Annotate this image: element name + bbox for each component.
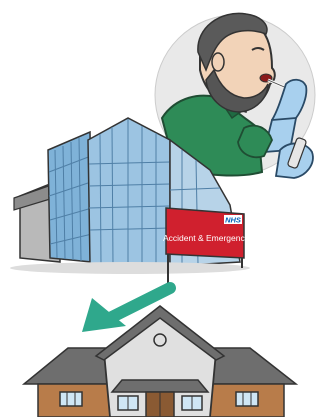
- sign-label: Accident & Emergency: [163, 233, 250, 243]
- ear: [212, 53, 224, 71]
- nhs-logo-text: NHS: [225, 216, 241, 225]
- window-left: [60, 392, 82, 406]
- accident-emergency-sign: NHS Accident & Emergency: [163, 208, 250, 290]
- round-attic-window: [154, 334, 166, 346]
- house-icon: [24, 306, 296, 417]
- window-right: [236, 392, 258, 406]
- porch-roof: [112, 380, 208, 392]
